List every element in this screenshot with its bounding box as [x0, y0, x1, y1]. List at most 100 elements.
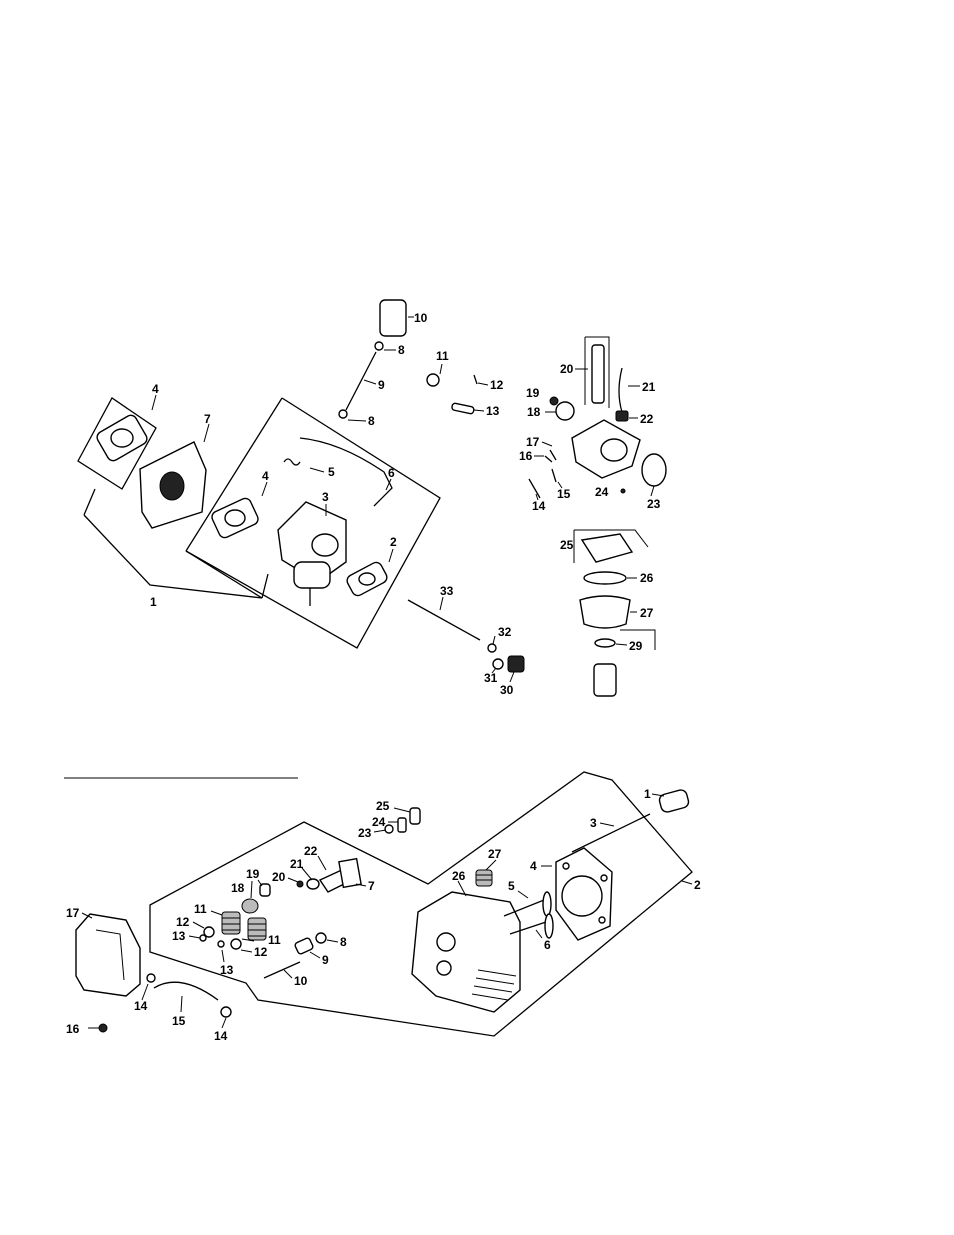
leader — [440, 364, 442, 374]
label-18: 18 — [231, 881, 245, 895]
leader — [440, 597, 443, 610]
label-14-right: 14 — [214, 1029, 228, 1043]
leader — [651, 486, 654, 496]
fuel-filter-part-10 — [380, 300, 406, 336]
label-24: 24 — [595, 485, 609, 499]
leader — [222, 950, 224, 962]
label-32: 32 — [498, 625, 512, 639]
leader — [478, 383, 488, 385]
label-13-right: 13 — [220, 963, 234, 977]
tube-part-20 — [592, 345, 604, 403]
leader — [318, 856, 326, 870]
leader — [262, 482, 267, 496]
leader — [510, 672, 514, 682]
solenoid — [594, 664, 616, 696]
gasket-hole-4-middle — [225, 510, 245, 526]
screw-part-12 — [474, 375, 477, 384]
label-12-right: 12 — [254, 945, 268, 959]
label-11-left: 11 — [194, 902, 207, 916]
label-7: 7 — [204, 412, 211, 426]
float-part-25 — [582, 534, 632, 562]
label-15: 15 — [557, 487, 571, 501]
leader — [394, 808, 410, 812]
fitting-part-22 — [616, 411, 628, 421]
label-7: 7 — [368, 879, 375, 893]
breather-tube-inner — [154, 982, 218, 1000]
label-4: 4 — [530, 859, 537, 873]
gasket-hole-4-left — [111, 429, 133, 447]
label-1: 1 — [150, 595, 157, 609]
label-9: 9 — [378, 378, 385, 392]
label-23: 23 — [647, 497, 661, 511]
label-16: 16 — [66, 1022, 80, 1036]
screw-part-15 — [552, 469, 556, 482]
leader — [374, 830, 386, 832]
nut-part-30 — [508, 656, 524, 672]
label-29: 29 — [629, 639, 643, 653]
label-8-lower: 8 — [368, 414, 375, 428]
leader — [486, 860, 496, 870]
bowl-part-27 — [580, 596, 630, 628]
leader — [181, 996, 182, 1012]
plug-part-11 — [427, 374, 439, 386]
screw-part-19 — [550, 397, 558, 405]
label-3: 3 — [590, 816, 597, 830]
carburetor-bowl — [294, 562, 330, 588]
leader — [288, 878, 298, 882]
gasket-bolt-hole — [563, 863, 569, 869]
label-3: 3 — [322, 490, 329, 504]
label-13: 13 — [486, 404, 500, 418]
clamp-part-8-lower — [339, 410, 347, 418]
pin-part-24 — [398, 818, 406, 832]
label-12-left: 12 — [176, 915, 190, 929]
gasket-bolt-hole — [601, 875, 607, 881]
label-27: 27 — [640, 606, 654, 620]
label-1: 1 — [644, 787, 651, 801]
group-bracket-1-left — [84, 489, 95, 515]
clamp-part-14-left — [147, 974, 155, 982]
keeper-part-13-right — [218, 941, 224, 947]
spacer-port — [160, 472, 184, 500]
leader — [204, 424, 209, 442]
label-4-middle: 4 — [262, 469, 269, 483]
label-5: 5 — [328, 465, 335, 479]
carburetor-throat — [312, 534, 338, 556]
label-23: 23 — [358, 826, 372, 840]
label-14: 14 — [532, 499, 546, 513]
leader — [327, 940, 338, 942]
spring-part-5 — [284, 459, 300, 465]
valve-part-6-head — [545, 914, 553, 938]
leader — [251, 881, 252, 898]
label-31: 31 — [484, 671, 498, 685]
washer-part-29 — [595, 639, 615, 647]
label-14-left: 14 — [134, 999, 148, 1013]
ball-part-24 — [621, 489, 625, 493]
leader — [142, 984, 148, 1000]
label-8: 8 — [340, 935, 347, 949]
label-20: 20 — [560, 362, 574, 376]
clamp-part-8-upper — [375, 342, 383, 350]
pin-part-13 — [451, 403, 474, 414]
label-2: 2 — [694, 878, 701, 892]
label-26: 26 — [640, 571, 654, 585]
leader — [211, 911, 222, 915]
plug-part-25 — [410, 808, 420, 824]
label-17: 17 — [526, 435, 540, 449]
cylinder-head-part-26 — [412, 892, 520, 1012]
label-15: 15 — [172, 1014, 186, 1028]
head-port-upper — [437, 933, 455, 951]
spring-part-11-right — [248, 918, 266, 940]
label-2: 2 — [390, 535, 397, 549]
leader — [542, 442, 552, 446]
shaft-part-33 — [408, 600, 480, 640]
label-10: 10 — [414, 311, 428, 325]
fuel-line-part-9 — [346, 352, 376, 410]
leader — [389, 549, 393, 562]
clamp-part-14-right — [221, 1007, 231, 1017]
leader — [616, 644, 627, 645]
label-5: 5 — [508, 879, 515, 893]
label-18: 18 — [527, 405, 541, 419]
leader — [222, 1018, 226, 1028]
nut-part-21 — [307, 879, 319, 889]
label-33: 33 — [440, 584, 454, 598]
